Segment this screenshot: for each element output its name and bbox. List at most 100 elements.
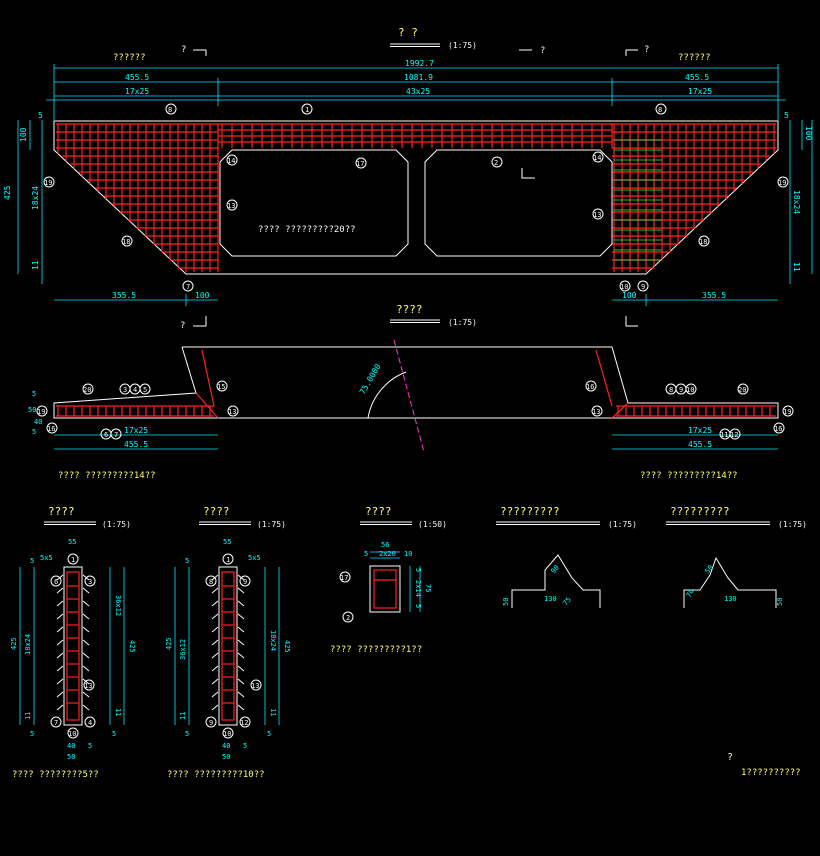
section-mark: ? <box>540 46 545 56</box>
dim-label: 5 <box>784 111 789 120</box>
dim-label: 5 <box>267 730 271 738</box>
detail-title: ????????? <box>670 505 730 518</box>
detail-4: ????????? (1:75) 50 90 130 75 <box>496 505 637 608</box>
dim-label: 5 <box>185 730 189 738</box>
section-marker-icon <box>193 316 207 327</box>
dim-label: 455.5 <box>685 73 709 82</box>
right-side-label: ?????? <box>678 53 711 63</box>
callout-number: 17 <box>356 160 364 168</box>
hatch-mark <box>237 600 245 607</box>
dim-label: 425 <box>165 637 173 650</box>
hatch-mark <box>237 587 245 594</box>
dim-label: 425 <box>128 640 136 653</box>
dim-label: 43x25 <box>406 87 430 96</box>
footer-text: 1?????????? <box>741 768 801 778</box>
top-view-title: ? ? <box>398 26 418 39</box>
hatch-mark <box>82 626 90 633</box>
callout-number: 13 <box>84 682 92 690</box>
section-marker-icon <box>521 168 535 179</box>
section-view: ???? (1:75) 75.0000 17x25 455.5 17x25 45… <box>28 303 794 481</box>
hatch-mark <box>56 678 64 685</box>
hatch-mark <box>237 639 245 646</box>
section-marker-icon <box>625 49 638 56</box>
section-mark: ? <box>181 45 186 55</box>
dim-label: 75 <box>424 584 432 592</box>
callout-number: 2 <box>346 614 350 622</box>
hatch-mark <box>82 613 90 620</box>
callout-number: 20 <box>738 386 746 394</box>
callout-number: 9 <box>679 386 683 394</box>
top-dimensions: 1992.7 455.5 1081.9 455.5 17x25 43x25 17… <box>46 59 786 120</box>
column-outline <box>63 566 83 726</box>
dim-label: 18x24 <box>24 634 32 655</box>
section-bar <box>195 392 219 419</box>
callout-number: 10 <box>620 283 628 291</box>
hatch-mark <box>82 704 90 711</box>
section-outline <box>182 346 629 404</box>
left-side-label: ?????? <box>113 53 146 63</box>
hatch-mark <box>56 652 64 659</box>
hatch-mark <box>237 704 245 711</box>
callout-circle <box>637 280 649 292</box>
top-view-scale: (1:75) <box>448 41 477 50</box>
callout-circle <box>226 199 238 211</box>
footer-mark: ? <box>727 752 733 763</box>
bottom-dimensions: 355.5 100 100 355.5 <box>54 291 778 306</box>
hatch-mark <box>82 600 90 607</box>
hatch-mark <box>56 613 64 620</box>
callout-number: 10 <box>223 730 231 738</box>
dim-label: 90 <box>549 564 561 576</box>
rebar-mesh-left <box>56 123 219 272</box>
callout-number: 19 <box>44 179 52 187</box>
dim-label: 50 <box>703 564 715 576</box>
skew-angle-arc <box>367 371 407 419</box>
callout-number: 6 <box>104 431 108 439</box>
callout-number: 7 <box>54 719 58 727</box>
detail-note: ???? ?????????1?? <box>330 645 422 655</box>
callout-number: 13 <box>227 202 235 210</box>
dim-label: 5x5 <box>40 554 53 562</box>
dim-label: 11 <box>792 262 801 272</box>
dim-label: 17x25 <box>125 87 149 96</box>
skew-axis-line <box>393 339 425 453</box>
callout-number: 3 <box>88 578 92 586</box>
callout-number: 1 <box>226 556 230 564</box>
dim-label: 36x12 <box>179 639 187 660</box>
hatch-mark <box>211 613 219 620</box>
dim-label: 11 <box>24 712 32 720</box>
left-dimensions: 425 100 18x24 5 11 <box>3 111 43 284</box>
detail-3: ???? (1:50) 56 5 2x20 10 5 2x14 5 75 17 … <box>330 505 447 655</box>
right-dimensions: 425 100 18x24 5 11 <box>784 111 820 284</box>
hatch-mark <box>211 652 219 659</box>
callout-number: 2 <box>494 159 498 167</box>
callout-number: 16 <box>774 425 782 433</box>
callout-number: 16 <box>47 425 55 433</box>
detail-scale: (1:75) <box>778 520 807 529</box>
dim-label: 455.5 <box>124 440 148 449</box>
rebar-mesh-top-slab <box>218 123 613 148</box>
dim-label: 40 <box>67 742 75 750</box>
callout-number: 11 <box>720 431 728 439</box>
callout-circle <box>226 154 238 166</box>
dim-label: 1081.9 <box>404 73 433 82</box>
callout-circle <box>655 103 667 115</box>
bent-bar-shape <box>511 554 601 608</box>
hollow-cell-left <box>219 149 409 257</box>
callout-number: 12 <box>240 719 248 727</box>
callout-number: 8 <box>658 106 662 114</box>
callout-number: 8 <box>669 386 673 394</box>
dim-label: 75 <box>561 596 573 608</box>
callout-number: 15 <box>217 383 225 391</box>
dim-label: 425 <box>283 640 291 653</box>
callout-number: 18 <box>699 238 707 246</box>
callout-number: 7 <box>114 431 118 439</box>
hatch-mark <box>56 626 64 633</box>
dim-label: 50 <box>776 598 784 606</box>
dim-label: 355.5 <box>112 291 136 300</box>
callout-number: 17 <box>340 574 348 582</box>
dim-label: 100 <box>195 291 210 300</box>
callout-circle <box>777 176 789 188</box>
dim-label: 50 <box>502 598 510 606</box>
callout-number: 9 <box>209 719 213 727</box>
dim-label: 2x14 <box>414 580 422 597</box>
